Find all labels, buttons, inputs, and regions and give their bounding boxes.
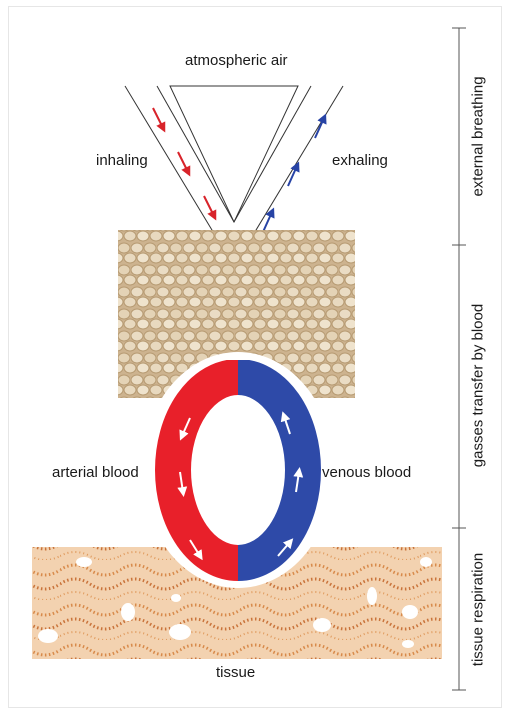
external-breathing-label: external breathing bbox=[470, 67, 487, 207]
section-ruler bbox=[452, 28, 466, 690]
gas-transfer-label: gasses transfer by blood bbox=[470, 291, 487, 481]
inhaling-label: inhaling bbox=[96, 152, 148, 169]
venous-blood-label: venous blood bbox=[322, 464, 411, 481]
atmospheric-air-triangle bbox=[170, 86, 298, 222]
arterial-blood-label: arterial blood bbox=[52, 464, 139, 481]
tissue-label: tissue bbox=[216, 664, 255, 681]
atmospheric-air-label: atmospheric air bbox=[185, 52, 288, 69]
exhaling-label: exhaling bbox=[332, 152, 388, 169]
tissue-respiration-label: tissue respiration bbox=[470, 540, 487, 680]
